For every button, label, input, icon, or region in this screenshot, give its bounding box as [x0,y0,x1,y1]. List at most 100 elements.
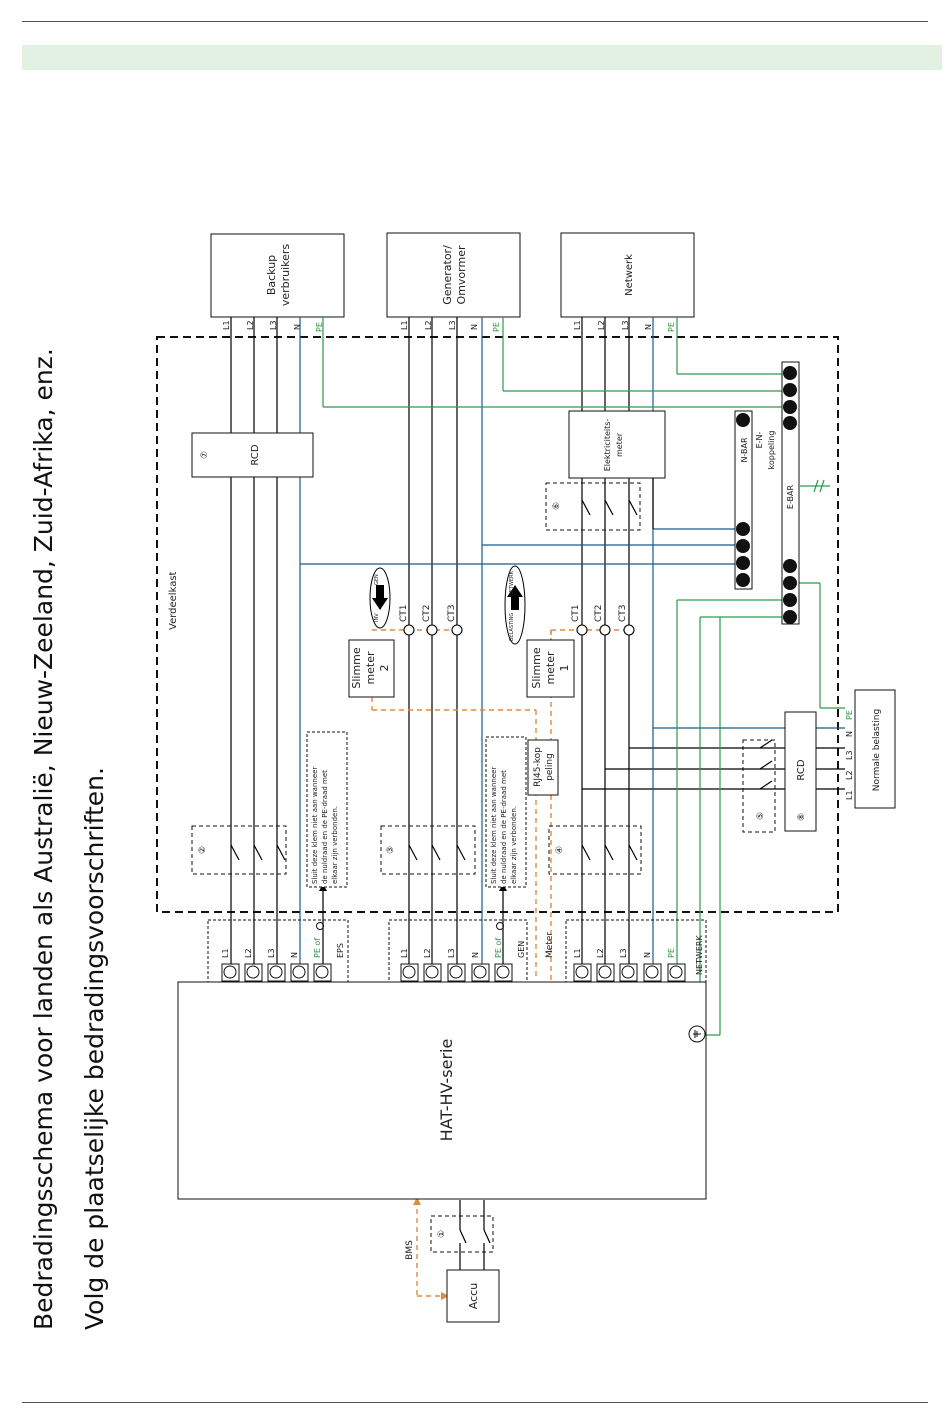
backup-l1: L1 [222,320,231,330]
rj45-l2: peling [545,753,555,781]
ct1-gen: CT1 [399,604,409,622]
inverter-box [177,981,707,1200]
verdeelkast-label: Verdeelkast [168,571,179,630]
grid-term-pe: PE [667,948,676,958]
en-label-2: koppeling [767,431,776,470]
rcd-backup [191,432,314,478]
e-bar-label: E-BAR [786,484,795,509]
switch-2-number: ② [198,846,208,854]
netwerk-arrow-label: NETWERK [509,570,515,596]
grid-label: Netwerk [624,254,635,296]
distribution-board-frame [156,336,839,913]
backup-pe: PE [315,322,324,332]
gen-term-n: N [471,952,480,958]
rcd-load-label: RCD [796,759,807,780]
inverter-label: HAT-HV-serie [437,1039,456,1142]
gen-port-label: GEN [517,941,526,958]
generator-label-2: Omvormer [455,245,468,304]
load-l2: L2 [845,770,854,780]
note-eps-1: Sluit deze klem niet aan wanneer [311,767,319,884]
load-l1: L1 [845,790,854,800]
smart-meter-2 [348,639,395,698]
rcd-backup-number: ⑦ [200,451,210,459]
ct2-grid: CT2 [594,604,604,622]
electricity-meter [568,410,666,479]
note-gen-2: de nuldraad en de PE-draad met [500,770,508,884]
belasting-label: BELASTING [509,613,515,641]
meter1-l2: meter [544,651,557,685]
grid-l3: L3 [621,320,630,330]
inv-label: INV [374,613,380,622]
switch-1 [430,1215,494,1253]
gen-arrow-label: GEN [374,574,380,585]
note-box-gen [485,736,527,888]
load-n: N [845,731,854,737]
switch-5 [742,739,776,833]
bms-arrow-right [441,1292,449,1300]
note-gen-1: Sluit deze klem niet aan wanneer [490,767,498,884]
battery-box [446,1269,500,1323]
bms-arrow-up [413,1197,421,1205]
elec-meter-1: Elektriciteits- [603,419,612,472]
eps-label: EPS [336,943,345,958]
switch-1-number: ① [437,1230,447,1238]
grid-term-l3: L3 [619,948,628,958]
grid-term-n: N [643,952,652,958]
gen-n: N [470,324,479,330]
grid-pe: PE [667,322,676,332]
en-label-1: E-N- [755,431,764,448]
note-eps-2: de nuldraad en de PE-draad met [321,770,329,884]
switch-3-number: ③ [386,846,396,854]
gen-l3: L3 [448,320,457,330]
rcd-backup-label: RCD [250,444,261,465]
gen-l1: L1 [400,320,409,330]
ct2-gen: CT2 [422,604,432,622]
grid-term-l1: L1 [573,948,582,958]
eps-pe-arrow [319,884,327,891]
switch-6-number: ⑥ [552,502,562,510]
grid-l1: L1 [573,320,582,330]
grid-n: N [644,324,653,330]
elec-meter-2: meter [615,432,624,457]
meter2-l3: 2 [378,665,391,672]
grid-term-l2: L2 [596,948,605,958]
eps-term-l3: L3 [267,948,276,958]
ct3-grid: CT3 [618,604,628,622]
switch-3 [380,825,476,875]
backup-label-2: verbruikers [279,244,292,307]
eps-term-n: N [290,952,299,958]
eps-term-l2: L2 [244,948,253,958]
heading-line1: Bedradingsschema voor landen als Austral… [29,348,58,1330]
switch-2 [191,825,287,875]
note-gen-3: elkaar zijn verbonden. [510,806,518,884]
normal-load-label: Normale belasting [872,709,882,791]
backup-l3: L3 [269,320,278,330]
heading-line2: Volg de plaatselijke bedradingsvoorschri… [80,767,109,1330]
rcd-load-number: ⑧ [797,813,807,821]
gen-l2: L2 [424,320,433,330]
generator-box [386,232,521,318]
meter-port-label: Meter [545,932,555,958]
bottom-rule [22,1402,928,1403]
note-eps-3: elkaar zijn verbonden. [331,806,339,884]
load-l3: L3 [845,750,854,760]
grid-box [560,232,695,318]
top-rule [22,21,928,22]
header-band [22,45,942,70]
battery-label: Accu [467,1283,480,1309]
eps-terminal-group [207,919,349,983]
eps-term-pe: PE of [313,938,322,958]
n-bar-label: N-BAR [740,437,749,463]
note-box-eps [306,731,348,888]
rj45-l1: RJ45-kop [533,747,543,787]
ct1-grid: CT1 [571,604,581,622]
meter2-l2: meter [364,651,377,685]
grid-l2: L2 [597,320,606,330]
load-pe: PE [845,710,854,720]
gen-pe: PE [492,322,501,332]
backup-label-1: Backup [265,255,278,295]
backup-l2: L2 [246,320,255,330]
backup-n: N [293,324,302,330]
backup-loads-box [210,233,345,318]
